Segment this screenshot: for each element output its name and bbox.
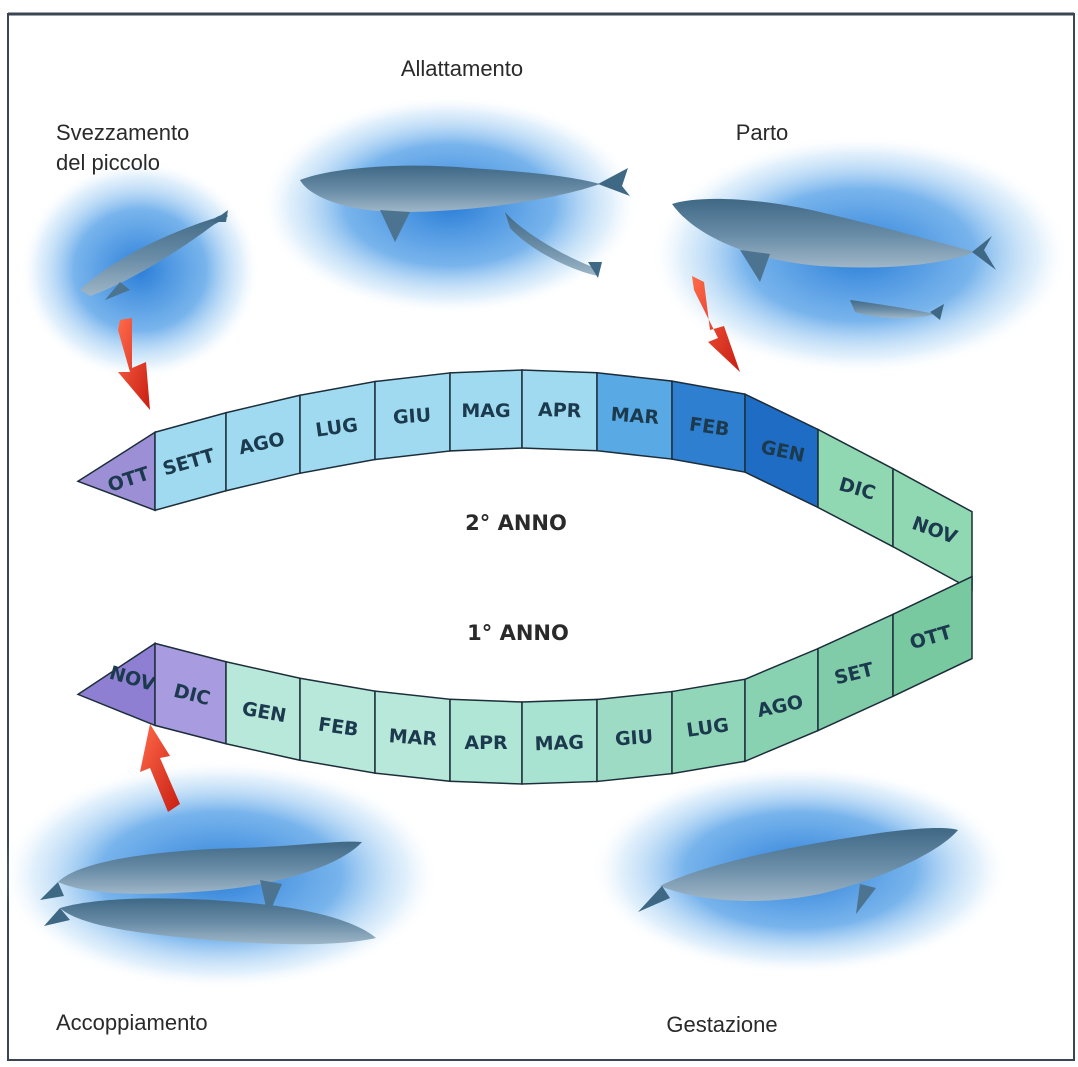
weaning-caption-line1: Svezzamento bbox=[56, 120, 189, 145]
birth-caption: Parto bbox=[736, 120, 789, 145]
first-year-month-mar: MAR bbox=[388, 725, 438, 750]
first-year-month-mag: MAG bbox=[534, 732, 584, 756]
weaning-caption-line2: del piccolo bbox=[56, 150, 160, 175]
mating-caption: Accoppiamento bbox=[56, 1010, 208, 1035]
second-year-label: 2° ANNO bbox=[465, 511, 567, 535]
first-year-month-giu: GIU bbox=[614, 726, 654, 751]
second-year-month-mar: MAR bbox=[610, 404, 660, 429]
nursing-caption: Allattamento bbox=[401, 56, 523, 81]
first-year-month-apr: APR bbox=[464, 732, 508, 754]
second-year-month-giu: GIU bbox=[392, 404, 432, 429]
gestation-caption: Gestazione bbox=[666, 1012, 777, 1037]
first-year-label: 1° ANNO bbox=[467, 621, 569, 645]
second-year-month-apr: APR bbox=[538, 399, 582, 423]
second-year-month-mag: MAG bbox=[461, 400, 510, 422]
